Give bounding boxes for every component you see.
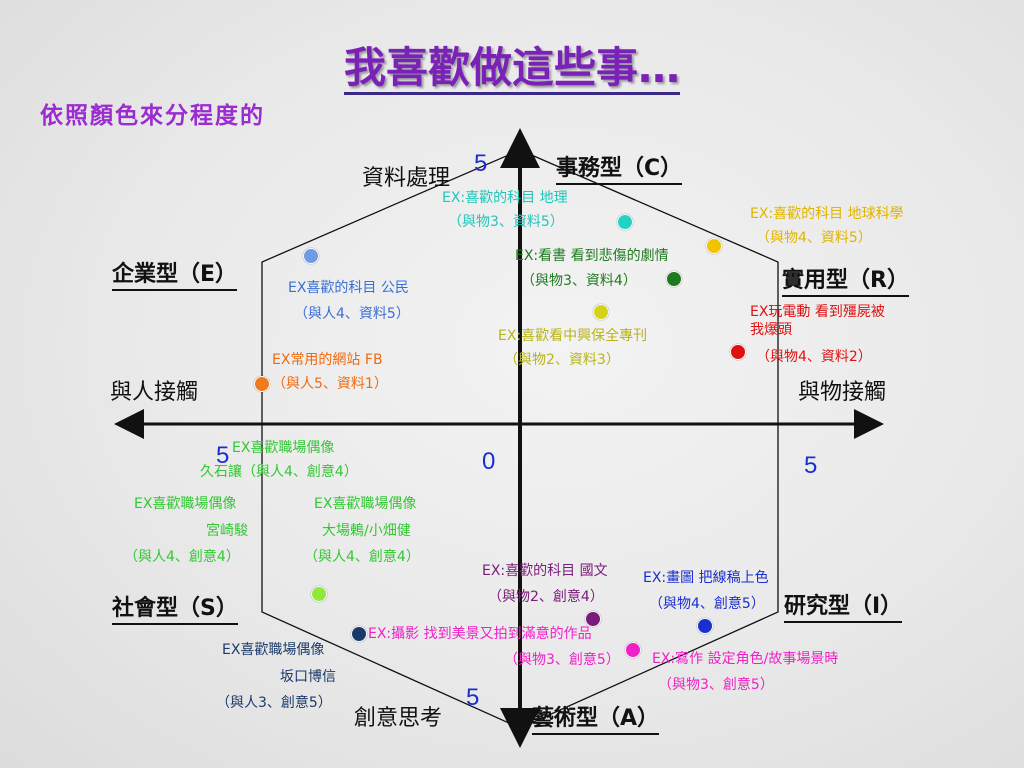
note-earth: EX:喜歡的科目 地球科學 （與物4、資料5） <box>750 206 904 247</box>
note-line: EX喜歡職場偶像 <box>314 496 417 512</box>
note-idol-4: EX喜歡職場偶像 坂口博信 （與人3、創意5） <box>216 642 336 713</box>
note-line: EX:看書 看到悲傷的劇情 <box>515 248 669 264</box>
note-idol-2: EX喜歡職場偶像 宮崎駿 （與人4、創意4） <box>124 496 248 567</box>
note-fb: EX常用的網站 FB （與人5、資料1） <box>272 352 388 393</box>
scale-right: 5 <box>804 452 818 479</box>
scale-left: 5 <box>216 442 230 469</box>
dot-civics <box>303 248 319 264</box>
note-geo: EX:喜歡的科目 地理 （與物3、資料5） <box>442 190 568 231</box>
type-label-conventional: 事務型（C） <box>556 150 683 185</box>
page-subtitle: 依照顏色來分程度的 <box>40 102 265 129</box>
note-line: （與物3、資料4） <box>521 272 637 289</box>
note-line: （與人4、資料5） <box>294 305 410 322</box>
axis-label-bottom: 創意思考 <box>354 706 443 731</box>
dot-geo <box>617 214 633 230</box>
dot-drama <box>593 304 609 320</box>
note-idol-1: EX喜歡職場偶像 久石讓（與人4、創意4） <box>200 440 358 481</box>
note-civics: EX喜歡的科目 公民 （與人4、資料5） <box>288 280 410 323</box>
note-book: EX:看書 看到悲傷的劇情 （與物3、資料4） <box>515 248 669 290</box>
axis-label-top: 資料處理 <box>362 166 451 191</box>
type-label-artistic: 藝術型（A） <box>532 700 660 735</box>
note-line: （與物4、資料5） <box>756 229 872 246</box>
dot-chinese <box>585 611 601 627</box>
note-line: EX喜歡的科目 公民 <box>288 280 409 296</box>
note-write: EX:寫作 設定角色/故事場景時 （與物3、創意5） <box>652 651 838 694</box>
dot-earth <box>706 238 722 254</box>
type-label-social: 社會型（S） <box>112 590 238 625</box>
note-line: EX喜歡職場偶像 <box>134 496 237 512</box>
note-line: （與人4、創意4） <box>124 549 240 565</box>
type-label-realistic: 實用型（R） <box>782 262 909 297</box>
note-line: （與物2、創意4） <box>488 588 604 605</box>
note-line: EX:喜歡的科目 地理 <box>442 190 568 206</box>
dot-green <box>311 586 327 602</box>
note-line: （與人3、創意5） <box>216 695 332 711</box>
dot-idol-4 <box>351 626 367 642</box>
note-line: （與物3、創意5） <box>504 651 620 668</box>
scale-bottom: 5 <box>466 684 480 711</box>
note-idol-3: EX喜歡職場偶像 大場鶇/小畑健 （與人4、創意4） <box>304 496 420 567</box>
note-line: 宮崎駿 <box>206 522 248 539</box>
note-line: EX玩電動 看到殭屍被 <box>750 304 885 320</box>
type-label-investigative: 研究型（I） <box>784 588 903 623</box>
dot-fb <box>254 376 270 392</box>
note-line: EX:寫作 設定角色/故事場景時 <box>652 651 839 667</box>
note-line: EX:攝影 找到美景又拍到滿意的作品 <box>368 626 592 642</box>
dot-book <box>666 271 682 287</box>
note-line: （與物4、資料2） <box>756 349 872 365</box>
page-title: 我喜歡做這些事… <box>0 34 1024 95</box>
note-line: EX喜歡職場偶像 <box>232 440 335 456</box>
note-zombie: EX玩電動 看到殭屍被 我爆頭 （與物4、資料2） <box>750 304 885 367</box>
note-line: EX常用的網站 FB <box>272 352 383 368</box>
axis-label-right: 與物接觸 <box>798 380 887 405</box>
note-line: EX:喜歡的科目 地球科學 <box>750 206 904 222</box>
note-line: 坂口博信 <box>280 668 336 685</box>
axis-label-left: 與人接觸 <box>110 380 199 405</box>
dot-draw <box>697 618 713 634</box>
note-drama: EX:喜歡看中興保全專刊 （與物2、資料3） <box>498 328 647 369</box>
note-line: EX喜歡職場偶像 <box>222 642 325 658</box>
scale-top: 5 <box>474 150 488 177</box>
note-photo: EX:攝影 找到美景又拍到滿意的作品 （與物3、創意5） <box>368 626 620 669</box>
type-label-enterprising: 企業型（E） <box>112 256 238 291</box>
note-line: EX:喜歡的科目 國文 <box>482 563 608 579</box>
note-draw: EX:畫圖 把線稿上色 （與物4、創意5） <box>643 570 769 613</box>
note-line: （與物3、創意5） <box>658 676 774 693</box>
dot-zombie <box>730 344 746 360</box>
note-line: 久石讓（與人4、創意4） <box>200 463 358 480</box>
dot-photo <box>625 642 641 658</box>
note-line: EX:畫圖 把線稿上色 <box>643 570 769 586</box>
note-line: （與物4、創意5） <box>649 595 765 612</box>
note-line: （與人4、創意4） <box>304 549 420 565</box>
note-line: 大場鶇/小畑健 <box>322 522 411 539</box>
scale-origin: 0 <box>482 448 496 475</box>
note-line: （與人5、資料1） <box>272 375 388 392</box>
note-line: 我爆頭 <box>750 321 792 338</box>
note-chinese: EX:喜歡的科目 國文 （與物2、創意4） <box>482 563 608 606</box>
note-line: （與物3、資料5） <box>448 213 564 230</box>
note-line: EX:喜歡看中興保全專刊 <box>498 328 648 344</box>
note-line: （與物2、資料3） <box>504 351 620 368</box>
